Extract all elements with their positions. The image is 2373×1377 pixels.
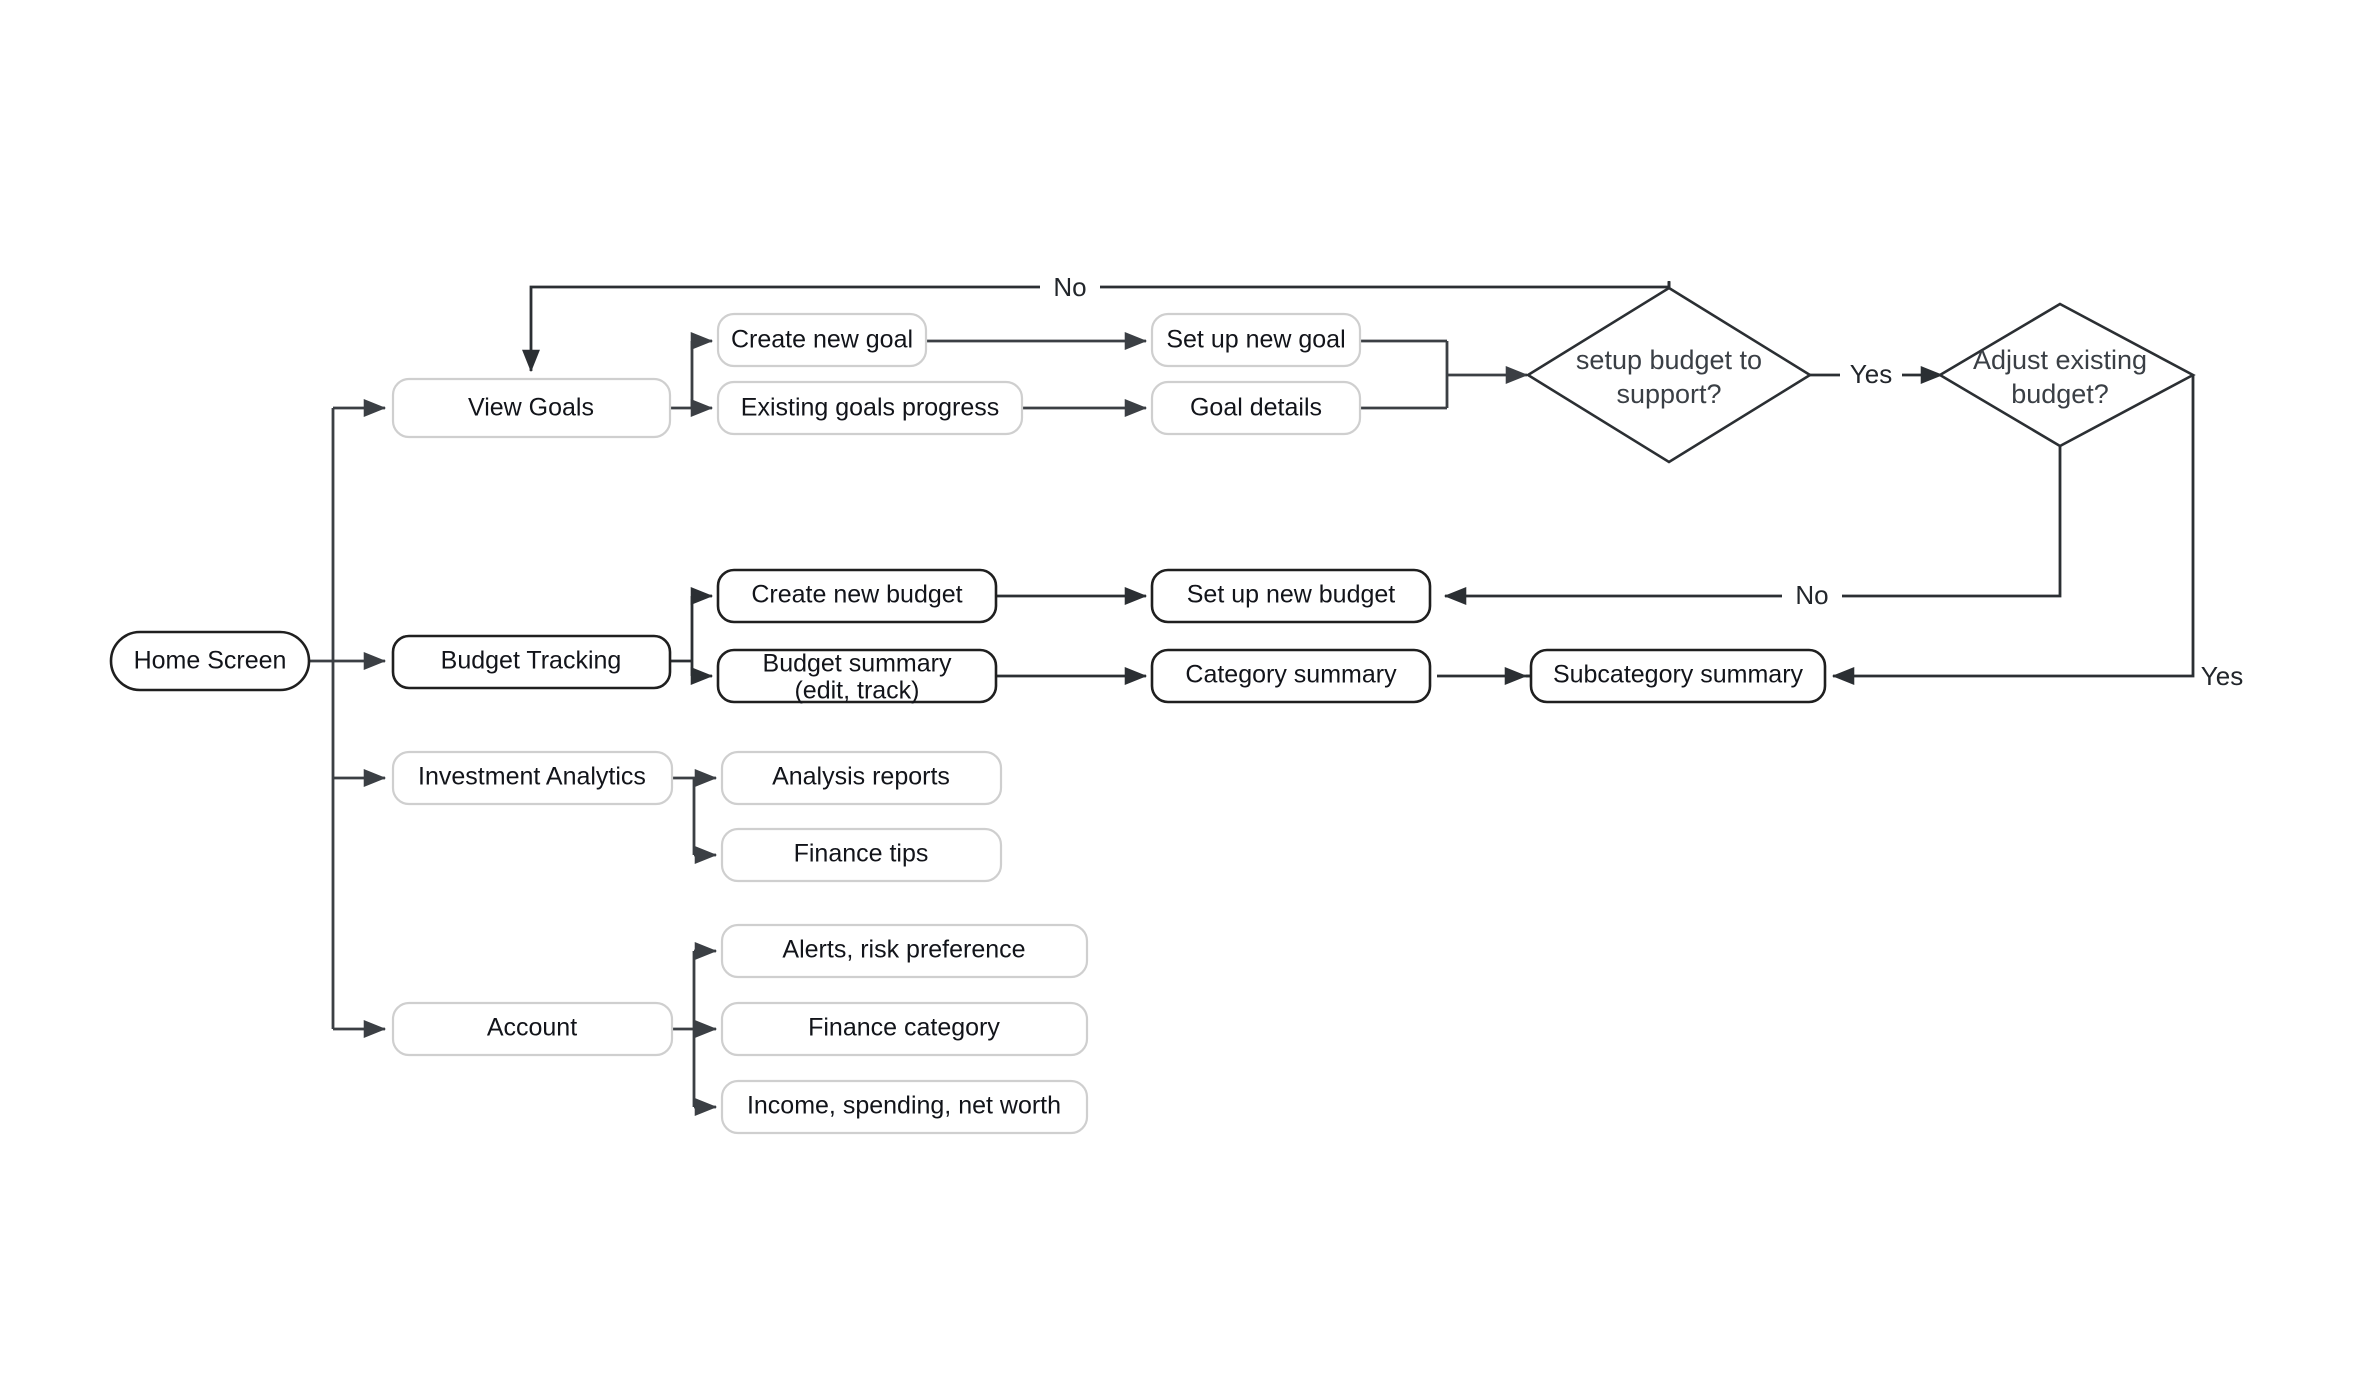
edge-label-yes-between-diamonds: Yes <box>1850 359 1892 389</box>
subcategory-summary-shape <box>1529 648 1827 704</box>
setup-budget-decision-label-line2: support? <box>1616 379 1721 409</box>
node-existing-goals-progress[interactable]: Existing goals progress <box>716 380 1024 436</box>
income-spending-net-worth-label: Income, spending, net worth <box>747 1092 1061 1120</box>
budget-tracking-shape <box>391 634 672 690</box>
node-finance-category[interactable]: Finance category <box>720 1001 1089 1057</box>
set-up-new-goal-label: Set up new goal <box>1166 326 1345 354</box>
goal-details-shape <box>1150 380 1362 436</box>
finance-category-shape <box>720 1001 1089 1057</box>
analysis-reports-shape <box>720 750 1003 806</box>
setup-budget-decision-label-line1: setup budget to <box>1576 345 1762 375</box>
node-investment-analytics[interactable]: Investment Analytics <box>391 750 674 806</box>
node-adjust-budget-decision[interactable]: Adjust existing budget? <box>1937 302 2196 448</box>
adjust-budget-decision-label-line1: Adjust existing <box>1973 345 2147 375</box>
node-create-new-budget[interactable]: Create new budget <box>716 568 998 624</box>
node-setup-budget-decision[interactable]: setup budget to support? <box>1525 286 1813 464</box>
node-budget-tracking[interactable]: Budget Tracking <box>391 634 672 690</box>
analysis-reports-label: Analysis reports <box>772 763 950 791</box>
set-up-new-goal-shape <box>1150 312 1362 368</box>
setup-budget-decision-shape <box>1525 286 1813 464</box>
budget-tracking-label: Budget Tracking <box>441 647 622 675</box>
category-summary-label: Category summary <box>1185 661 1397 689</box>
budget-summary-shape <box>716 648 998 704</box>
create-new-budget-shape <box>716 568 998 624</box>
edge-label-no-budget: No <box>1795 580 1828 610</box>
create-new-budget-label: Create new budget <box>751 581 962 609</box>
budget-summary-label-line2: (edit, track) <box>794 677 919 705</box>
investment-analytics-label: Investment Analytics <box>418 763 646 791</box>
account-shape <box>391 1001 674 1057</box>
set-up-new-budget-label: Set up new budget <box>1187 581 1396 609</box>
view-goals-label: View Goals <box>468 394 594 422</box>
investment-analytics-shape <box>391 750 674 806</box>
node-budget-summary[interactable]: Budget summary (edit, track) <box>716 648 998 705</box>
alerts-risk-preference-label: Alerts, risk preference <box>782 936 1025 964</box>
existing-goals-progress-label: Existing goals progress <box>741 394 999 422</box>
existing-goals-progress-shape <box>716 380 1024 436</box>
edge-yes-adjust-to-subcategory-summary <box>1831 375 2195 685</box>
label-bg-no-budget <box>1782 580 1842 612</box>
finance-category-label: Finance category <box>808 1014 1000 1042</box>
node-goal-details[interactable]: Goal details <box>1150 380 1362 436</box>
node-set-up-new-budget[interactable]: Set up new budget <box>1150 568 1432 624</box>
account-label: Account <box>487 1014 577 1042</box>
finance-tips-label: Finance tips <box>794 840 929 868</box>
node-alerts-risk-preference[interactable]: Alerts, risk preference <box>720 923 1089 979</box>
home-screen-shape <box>109 630 311 692</box>
adjust-budget-decision-shape <box>1937 302 2196 448</box>
income-spending-net-worth-shape <box>720 1079 1089 1135</box>
home-screen-label: Home Screen <box>134 647 287 675</box>
node-finance-tips[interactable]: Finance tips <box>720 827 1003 883</box>
alerts-risk-preference-shape <box>720 923 1089 979</box>
adjust-budget-decision-label-line2: budget? <box>2011 379 2109 409</box>
goal-details-label: Goal details <box>1190 394 1322 422</box>
node-category-summary[interactable]: Category summary <box>1150 648 1432 704</box>
create-new-goal-shape <box>716 312 928 368</box>
node-set-up-new-goal[interactable]: Set up new goal <box>1150 312 1362 368</box>
node-home-screen[interactable]: Home Screen <box>109 630 311 692</box>
node-create-new-goal[interactable]: Create new goal <box>716 312 928 368</box>
node-income-spending-net-worth[interactable]: Income, spending, net worth <box>720 1079 1089 1135</box>
edge-label-yes-subcategory: Yes <box>2201 661 2243 691</box>
subcategory-summary-label: Subcategory summary <box>1553 661 1804 689</box>
edge-label-no-top: No <box>1053 272 1086 302</box>
create-new-goal-label: Create new goal <box>731 326 913 354</box>
set-up-new-budget-shape <box>1150 568 1432 624</box>
node-view-goals[interactable]: View Goals <box>391 377 672 439</box>
view-goals-shape <box>391 377 672 439</box>
finance-tips-shape <box>720 827 1003 883</box>
node-subcategory-summary[interactable]: Subcategory summary <box>1529 648 1827 704</box>
node-account[interactable]: Account <box>391 1001 674 1057</box>
label-bg-yes-between <box>1840 359 1902 391</box>
node-analysis-reports[interactable]: Analysis reports <box>720 750 1003 806</box>
label-bg-no-top <box>1040 272 1100 304</box>
category-summary-shape <box>1150 648 1432 704</box>
budget-summary-label-line1: Budget summary <box>763 650 952 678</box>
